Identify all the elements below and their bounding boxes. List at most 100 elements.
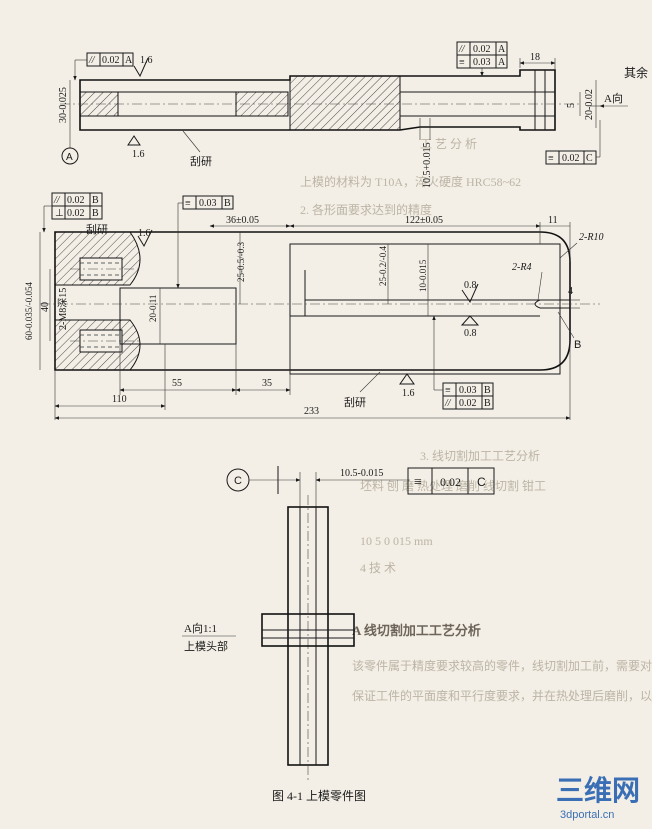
svg-text:B: B bbox=[224, 198, 231, 209]
dim-40: 40 bbox=[40, 302, 51, 312]
note-scrape-main-2: 刮研 bbox=[344, 395, 366, 409]
dim-35: 35 bbox=[262, 378, 272, 389]
svg-text:A: A bbox=[498, 57, 506, 68]
svg-text://: // bbox=[53, 195, 61, 206]
dim-10-5: 10.5+0.015 bbox=[422, 142, 433, 188]
svg-text:C: C bbox=[586, 153, 593, 164]
gdt-frame-detail: ≡ 0.02 C bbox=[407, 467, 495, 495]
svg-text:0.02: 0.02 bbox=[67, 208, 85, 219]
dim-30: 30-0.025 bbox=[58, 87, 69, 123]
svg-text:B: B bbox=[484, 398, 491, 409]
svg-text://: // bbox=[458, 44, 466, 55]
svg-text:0.02: 0.02 bbox=[473, 44, 491, 55]
label-b: B bbox=[574, 339, 581, 351]
dim-25b: 25-0.2/-0.4 bbox=[378, 246, 388, 286]
rough-08b: 0.8 bbox=[464, 328, 477, 339]
bg-line-5: 坯料 刨 磨 热处理 磨削 线切割 钳工 bbox=[360, 478, 546, 493]
detail-title-2: 上模头部 bbox=[184, 639, 228, 653]
svg-text:B: B bbox=[92, 195, 99, 206]
dim-25a: 25-0.5/-0.3 bbox=[236, 242, 246, 282]
datum-a-label: A bbox=[66, 152, 73, 163]
r4-label: 2-R4 bbox=[512, 262, 531, 273]
note-scrape-main-1: 刮研 bbox=[86, 222, 108, 236]
svg-text:≡: ≡ bbox=[459, 57, 465, 68]
watermark-logo: 三维网 3dportal.cn bbox=[556, 775, 640, 821]
dim-11: 11 bbox=[548, 215, 558, 226]
figure-caption: 图 4-1 上模零件图 bbox=[272, 789, 366, 803]
dim-55: 55 bbox=[172, 378, 182, 389]
dim-110: 110 bbox=[112, 394, 127, 405]
top-section-view: // 0.02 A 1.6 30-0.025 A 1.6 刮研 // 0.02 … bbox=[58, 41, 628, 188]
detail-dim: 10.5-0.015 bbox=[340, 468, 383, 479]
svg-text:A: A bbox=[498, 44, 506, 55]
svg-text:A: A bbox=[125, 55, 133, 66]
bg-line-9: 该零件属于精度要求较高的零件，线切割加工前，需要对其各个表面进行精加工， bbox=[352, 658, 652, 673]
svg-text:0.02: 0.02 bbox=[459, 398, 477, 409]
dim-20: 20-0.02 bbox=[584, 89, 595, 120]
bg-line-1: 工 艺 分 析 bbox=[420, 137, 477, 151]
main-plan-view: // 0.02 B ⊥ 0.02 B ≡ 0.03 B 刮研 1.6 3 bbox=[24, 192, 603, 420]
dim-5: 5 bbox=[566, 103, 577, 108]
background-text: 工 艺 分 析 上模的材料为 T10A，淬火硬度 HRC58~62 2. 各形面… bbox=[300, 137, 652, 703]
svg-text:0.03: 0.03 bbox=[459, 385, 477, 396]
watermark-url: 3dportal.cn bbox=[560, 809, 614, 821]
svg-text:≡: ≡ bbox=[548, 153, 554, 164]
gdt-frame-top-left: // 0.02 A bbox=[86, 52, 134, 67]
dim-122: 122±0.05 bbox=[405, 215, 443, 226]
roughness-symbol-08a bbox=[461, 283, 479, 304]
gdt-frame-main-4: ≡ 0.03 B bbox=[442, 382, 494, 397]
roughness-main-2: 1.6 bbox=[402, 388, 415, 399]
roughness-symbol-bottom bbox=[127, 135, 141, 146]
dim-4: 4 bbox=[568, 286, 573, 297]
watermark-brand: 三维网 bbox=[556, 775, 640, 806]
svg-text:0.02: 0.02 bbox=[562, 153, 580, 164]
roughness-symbol-08b bbox=[460, 315, 480, 326]
gdt-frame-main-5: // 0.02 B bbox=[442, 395, 494, 410]
dim-60: 60-0.035/-0.054 bbox=[24, 282, 34, 340]
svg-text:B: B bbox=[484, 385, 491, 396]
detail-view-a: C 10.5-0.015 ≡ 0.02 C A向1:1 上模头部 bbox=[182, 466, 495, 780]
svg-text:0.03: 0.03 bbox=[473, 57, 491, 68]
dim-233: 233 bbox=[304, 406, 319, 417]
dim-20b: 20-0.11 bbox=[148, 295, 158, 322]
bg-line-6: 10 5 0 015 mm bbox=[360, 534, 433, 548]
bg-line-10: 保证工件的平面度和平行度要求，并在热处理后磨削，以保证尺寸精度。 bbox=[352, 688, 652, 703]
svg-text://: // bbox=[444, 398, 452, 409]
detail-title-1: A向1:1 bbox=[184, 621, 217, 635]
roughness-top: 1.6 bbox=[140, 55, 153, 66]
rough-08a: 0.8 bbox=[464, 280, 477, 291]
roughness-symbol-main bbox=[137, 229, 153, 248]
svg-text://: // bbox=[88, 55, 96, 66]
roughness-symbol-main-2 bbox=[399, 373, 415, 385]
thread-label: 2-M8深15 bbox=[57, 288, 69, 330]
bg-line-3: 2. 各形面要求达到的精度 bbox=[300, 202, 432, 217]
gdt-frame-c: ≡ 0.02 C bbox=[545, 150, 597, 165]
right-note: 其余 bbox=[624, 65, 648, 80]
datum-c-label: C bbox=[234, 475, 242, 487]
roughness-bottom: 1.6 bbox=[132, 149, 145, 160]
svg-text:≡: ≡ bbox=[445, 385, 451, 396]
gdt-frame-main-2: ⊥ 0.02 B bbox=[51, 205, 103, 220]
svg-text:B: B bbox=[92, 208, 99, 219]
dim-36: 36±0.05 bbox=[226, 215, 259, 226]
roughness-symbol-top bbox=[133, 57, 149, 78]
svg-text:≡: ≡ bbox=[414, 475, 422, 490]
svg-text:0.02: 0.02 bbox=[67, 195, 85, 206]
bg-line-7: 4 技 术 bbox=[360, 561, 396, 575]
datum-a-circle bbox=[61, 147, 79, 165]
gdt-frame-main-1: // 0.02 B bbox=[51, 192, 103, 207]
gdt-frame-top-right-1: // 0.02 A bbox=[456, 41, 508, 56]
svg-text:C: C bbox=[477, 475, 486, 489]
gdt-frame-main-3: ≡ 0.03 B bbox=[182, 195, 234, 210]
roughness-main-1: 1.6 bbox=[138, 228, 151, 239]
note-scrape-top: 刮研 bbox=[190, 154, 212, 168]
gdt-frame-top-right-2: ≡ 0.03 A bbox=[456, 54, 508, 69]
svg-text:⊥: ⊥ bbox=[55, 208, 64, 219]
dim-18: 18 bbox=[530, 52, 540, 63]
svg-text:0.03: 0.03 bbox=[199, 198, 217, 209]
view-arrow-a: A向 bbox=[604, 91, 623, 105]
top-hatch-block bbox=[289, 75, 401, 131]
bg-line-8: A 线切割加工工艺分析 bbox=[352, 623, 481, 638]
